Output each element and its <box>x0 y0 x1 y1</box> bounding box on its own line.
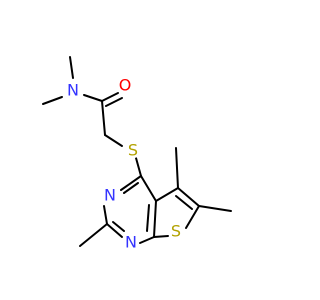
atom-label-ring-nitrogen-lower: N <box>125 233 137 252</box>
bond-c2-methyl <box>79 223 108 247</box>
bond-carbonyl-ch2 <box>101 100 106 136</box>
atom-labels: N O S N N S <box>65 73 184 254</box>
bond-carbonyl-o-2 <box>105 97 123 107</box>
bond-c5-c6-2 <box>175 195 193 210</box>
atom-label-amide-nitrogen: N <box>67 81 79 100</box>
bond-c4a-c5 <box>155 187 179 202</box>
bond-c5-methyl <box>175 147 179 189</box>
molecule-structure: N O S N N S <box>42 56 232 254</box>
bond-s7-c7a <box>153 235 169 238</box>
bond-c6-methyl <box>198 205 232 212</box>
bond-c4-n3-2 <box>123 182 139 194</box>
bond-c2-n1-1 <box>106 223 123 238</box>
atom-label-thioether-sulfur: S <box>128 141 138 160</box>
bond-n3-c2 <box>103 205 108 225</box>
bond-c4a-c4 <box>140 175 157 202</box>
bond-c7a-c4a-1 <box>153 200 157 238</box>
molecule-canvas: N O S N N S <box>42 56 232 254</box>
bond-ch2-s <box>104 134 123 147</box>
bond-c4-n3-1 <box>120 175 142 191</box>
bond-c5-c6-1 <box>177 187 200 207</box>
bond-s-c4 <box>135 157 142 177</box>
bond-carbonyl-o-1 <box>101 92 119 102</box>
bond-methyl-n-upper <box>69 56 74 79</box>
atom-label-ring-nitrogen-upper: N <box>104 186 116 205</box>
bonds <box>42 56 232 247</box>
atom-label-carbonyl-oxygen: O <box>119 76 132 95</box>
bond-n1-c7a <box>139 236 155 244</box>
bond-n-carbonyl <box>83 94 103 102</box>
bond-c6-s7 <box>185 205 200 229</box>
atom-label-thiophene-sulfur: S <box>171 222 181 241</box>
bond-c2-n1-2 <box>112 221 125 232</box>
bond-methyl-n-left <box>42 96 63 105</box>
bond-c7a-c4a-2 <box>146 204 150 232</box>
